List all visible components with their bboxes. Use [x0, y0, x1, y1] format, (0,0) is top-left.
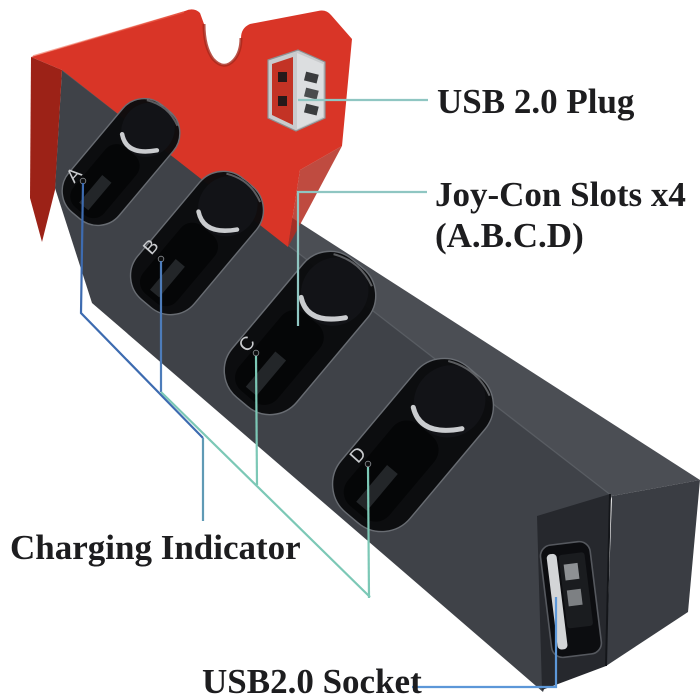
red-cap-bevel-shade — [288, 146, 342, 247]
charging-indicator-label: Charging Indicator — [10, 528, 301, 567]
red-cap-side-face — [30, 57, 62, 242]
red-cap-top-sheen — [32, 11, 185, 57]
usb-plug-contact — [303, 71, 319, 84]
indicator-d-pointer-line — [366, 466, 371, 599]
usb-plug-contact — [303, 87, 319, 100]
usb-plug-connector — [267, 49, 326, 132]
indicator-dot-d — [364, 460, 372, 468]
usb-socket-pointer-line — [412, 597, 558, 689]
usb-socket-shell-edge — [546, 553, 568, 650]
joycon-slots-pointer-line — [296, 190, 427, 326]
callout-lines — [79, 98, 558, 689]
usb-plug-front-face — [272, 57, 293, 125]
usb-plug-label: USB 2.0 Plug — [437, 82, 635, 121]
indicator-dot-b — [157, 255, 165, 263]
indicator-b-diagonal-line — [160, 391, 371, 598]
indicator-a-pointer-line — [79, 182, 204, 439]
usb-socket — [539, 540, 603, 659]
usb-socket-contact — [563, 562, 580, 581]
joycon-slots-label-line2: (A.B.C.D) — [435, 216, 584, 255]
red-cap-notch-shade — [202, 23, 243, 67]
dock-end-edge — [605, 493, 611, 667]
usb-plug-contact — [303, 103, 319, 116]
joycon-slot-d — [331, 357, 495, 533]
usb-socket-label: USB2.0 Socket — [202, 662, 422, 700]
indicator-dot-a — [79, 177, 87, 185]
joycon-slots-label-line1: Joy-Con Slots x4 — [435, 175, 686, 214]
indicator-dot-c — [252, 349, 260, 357]
dock-end-top-sliver — [606, 480, 700, 666]
usb-socket-contact — [566, 588, 583, 607]
usb-plug-pin-hole — [278, 96, 287, 106]
joycon-slot-a — [61, 97, 181, 227]
joycon-slot-b — [129, 170, 265, 316]
indicator-c-pointer-line — [254, 355, 259, 486]
usb-plug-pin-hole — [278, 72, 287, 82]
